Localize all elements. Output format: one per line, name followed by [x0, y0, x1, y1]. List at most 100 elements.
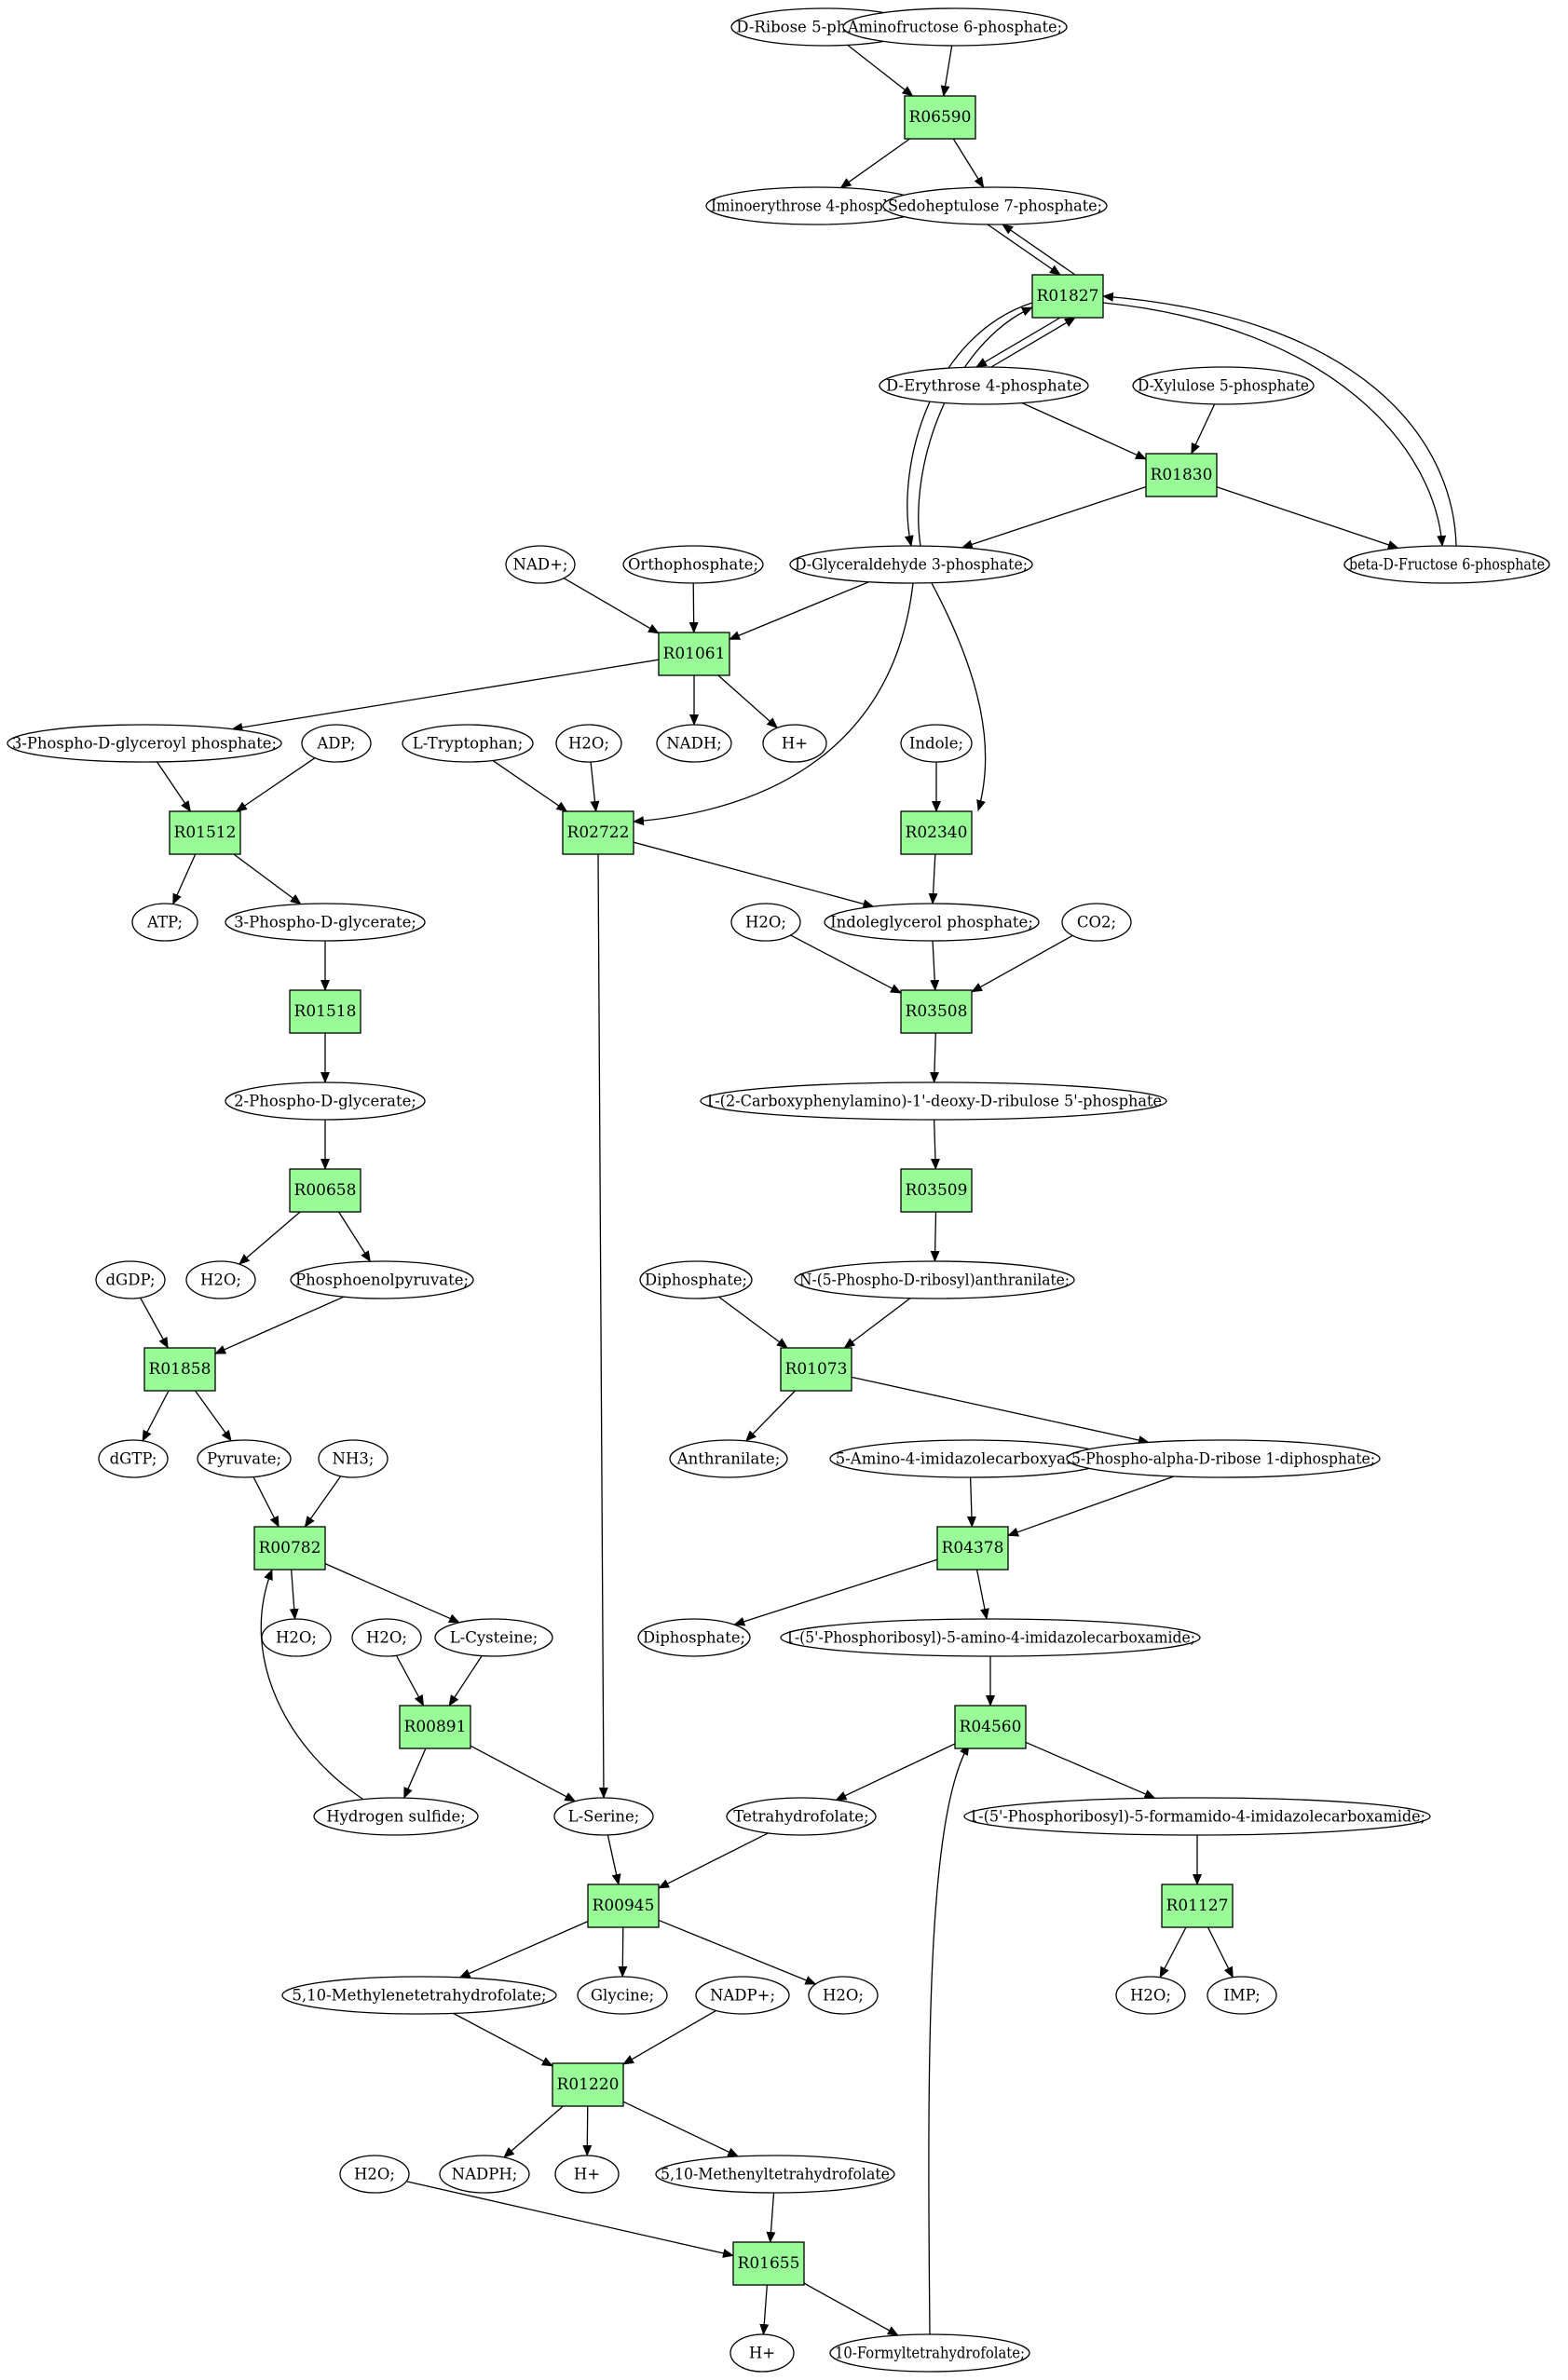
metabolite-ellipse — [824, 903, 1040, 942]
node-label: 5,10-Methylenetetrahydrofolate; — [292, 1987, 546, 2005]
nodes-layer: D-Ribose 5-phosphate;Aminofructose 6-pho… — [7, 7, 1550, 2373]
reaction-node-r16: R00891 — [399, 1705, 471, 1749]
edge-m54-to-r21 — [766, 2192, 776, 2243]
metabolite-ellipse — [98, 1439, 169, 1478]
edge-r2-to-m4 — [1002, 224, 1076, 276]
metabolite-ellipse — [7, 724, 282, 763]
metabolite-ellipse — [225, 903, 426, 942]
node-label: Indoleglycerol phosphate; — [830, 914, 1033, 932]
metabolite-node-m4: Sedoheptulose 7-phosphate; — [882, 186, 1108, 225]
node-label: L-Tryptophan; — [413, 735, 524, 753]
metabolite-ellipse — [829, 2333, 1030, 2373]
metabolite-node-m47: NADP+; — [695, 1976, 790, 2015]
node-label: Pyruvate; — [207, 1450, 281, 1468]
metabolite-ellipse — [726, 1797, 877, 1836]
node-label: H+ — [574, 2166, 600, 2183]
edge-r10-to-m26 — [238, 1211, 301, 1265]
metabolite-ellipse — [313, 1797, 479, 1836]
edge-r14-to-m36 — [289, 1569, 299, 1621]
node-label: R01127 — [1166, 1897, 1229, 1915]
edge-r17-to-m44 — [1025, 1741, 1156, 1799]
metabolite-ellipse — [900, 724, 973, 763]
node-label: R01830 — [1151, 466, 1213, 484]
node-label: R00945 — [593, 1897, 655, 1915]
node-label: Aminofructose 6-phosphate; — [847, 19, 1062, 36]
edge-r18-to-m45 — [458, 1921, 589, 1979]
reaction-box — [900, 989, 973, 1034]
metabolite-node-m56: 10-Formyltetrahydrofolate; — [829, 2333, 1030, 2373]
metabolite-ellipse — [505, 545, 576, 584]
edge-m41-to-r14 — [260, 1569, 366, 1802]
node-label: H2O; — [823, 1987, 864, 2005]
metabolite-node-m35: 5-Phospho-alpha-D-ribose 1-diphosphate; — [1066, 1439, 1381, 1478]
edge-r2-to-m8 — [1102, 302, 1447, 547]
node-label: R04560 — [960, 1718, 1022, 1736]
reaction-box — [732, 2241, 805, 2286]
reaction-box — [1145, 453, 1218, 497]
edge-m43-to-r18 — [658, 1832, 769, 1889]
node-label: R01512 — [174, 823, 237, 842]
metabolite-node-m53: H+ — [554, 2155, 620, 2194]
edge-m5-to-r3 — [1021, 402, 1147, 460]
reaction-node-r18: R00945 — [587, 1884, 660, 1928]
edge-r19-to-m50 — [1207, 1926, 1234, 1979]
reaction-node-r1: R06590 — [904, 95, 976, 140]
metabolite-ellipse — [639, 1260, 753, 1299]
metabolite-ellipse — [842, 7, 1068, 47]
node-label: D-Erythrose 4-phosphate — [886, 377, 1082, 395]
node-label: N-(5-Phospho-D-ribosyl)anthranilate; — [799, 1272, 1070, 1289]
metabolite-node-m50: IMP; — [1207, 1976, 1277, 2015]
node-label: 1-(2-Carboxyphenylamino)-1'-deoxy-D-ribu… — [705, 1093, 1162, 1110]
edge-r15-to-m39 — [733, 1558, 938, 1626]
node-label: ATP; — [146, 914, 183, 932]
reaction-box — [954, 1705, 1027, 1749]
metabolite-ellipse — [553, 1797, 654, 1836]
metabolite-ellipse — [1207, 1976, 1277, 2015]
metabolite-ellipse — [794, 1260, 1075, 1299]
edge-r3-to-m8 — [1216, 486, 1399, 550]
metabolite-node-m10: Orthophosphate; — [622, 545, 764, 584]
reaction-box — [169, 810, 241, 855]
reaction-node-r9: R03508 — [900, 989, 973, 1034]
edge-m35-to-r15 — [1007, 1476, 1175, 1537]
node-label: H2O; — [745, 914, 786, 932]
edge-m10-to-r4 — [689, 582, 699, 633]
metabolite-node-m31: Pyruvate; — [197, 1439, 292, 1478]
edge-m22-to-r9 — [971, 934, 1073, 993]
edge-m16-to-r6 — [590, 761, 600, 812]
reaction-node-r15: R04378 — [936, 1526, 1009, 1571]
node-label: R01073 — [785, 1360, 848, 1379]
edge-m7-to-r7 — [931, 582, 987, 811]
metabolite-ellipse — [185, 1260, 256, 1299]
reaction-box — [552, 2062, 624, 2107]
edge-m45-to-r20 — [453, 2012, 553, 2067]
metabolite-node-m29: N-(5-Phospho-D-ribosyl)anthranilate; — [794, 1260, 1075, 1299]
metabolite-node-m19: 3-Phospho-D-glycerate; — [225, 903, 426, 942]
edge-m4-to-r2 — [987, 224, 1061, 276]
reaction-box — [289, 989, 361, 1034]
edge-m31-to-r14 — [252, 1476, 280, 1528]
reaction-node-r3: R01830 — [1145, 453, 1218, 497]
metabolite-node-m15: L-Tryptophan; — [402, 724, 534, 763]
reaction-node-r6: R02722 — [562, 810, 634, 855]
metabolite-node-m43: Tetrahydrofolate; — [726, 1797, 877, 1836]
node-label: D-Xylulose 5-phosphate — [1138, 377, 1309, 395]
node-label: H2O; — [200, 1272, 241, 1289]
metabolite-ellipse — [655, 2155, 895, 2194]
node-label: 5,10-Methenyltetrahydrofolate — [661, 2166, 890, 2183]
metabolite-node-m51: H2O; — [339, 2155, 410, 2194]
metabolite-ellipse — [1066, 1439, 1381, 1478]
edge-r6-to-m21 — [633, 841, 875, 909]
metabolite-node-m55: H+ — [729, 2333, 795, 2373]
metabolite-ellipse — [882, 186, 1108, 225]
reaction-box — [904, 95, 976, 140]
edge-r5-to-m19 — [233, 853, 302, 905]
edge-r5-to-m18 — [172, 853, 197, 905]
metabolite-ellipse — [339, 2155, 410, 2194]
metabolite-ellipse — [1061, 903, 1132, 942]
edge-m2-to-r1 — [940, 45, 953, 97]
reaction-node-r13: R01073 — [780, 1347, 852, 1392]
node-label: R00658 — [294, 1181, 357, 1200]
reaction-box — [780, 1347, 852, 1392]
edge-m47-to-r20 — [622, 2009, 716, 2065]
